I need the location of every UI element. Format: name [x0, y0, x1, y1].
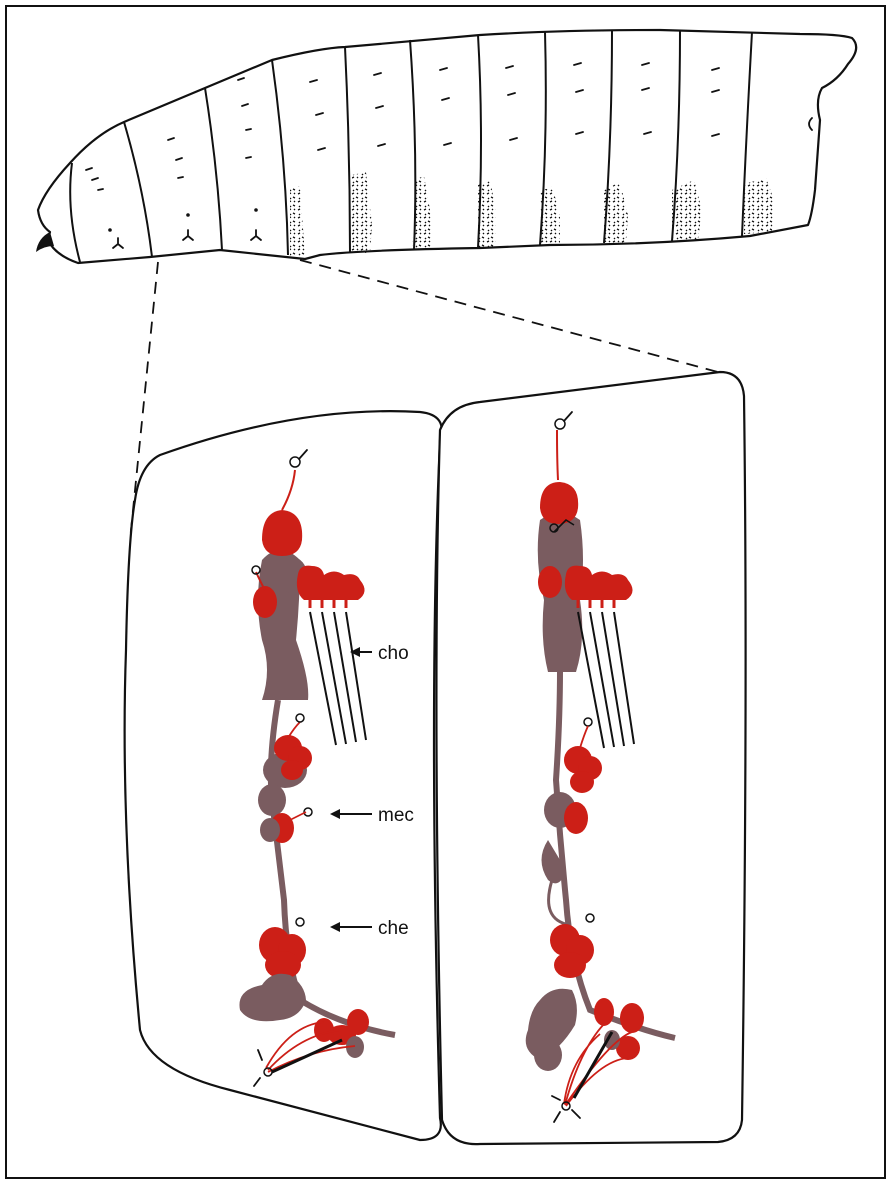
label-cho: cho — [378, 643, 409, 664]
zoom-line-right — [300, 260, 718, 372]
label-che: che — [378, 918, 409, 939]
label-mec: mec — [378, 805, 414, 826]
larva-body — [36, 30, 856, 263]
